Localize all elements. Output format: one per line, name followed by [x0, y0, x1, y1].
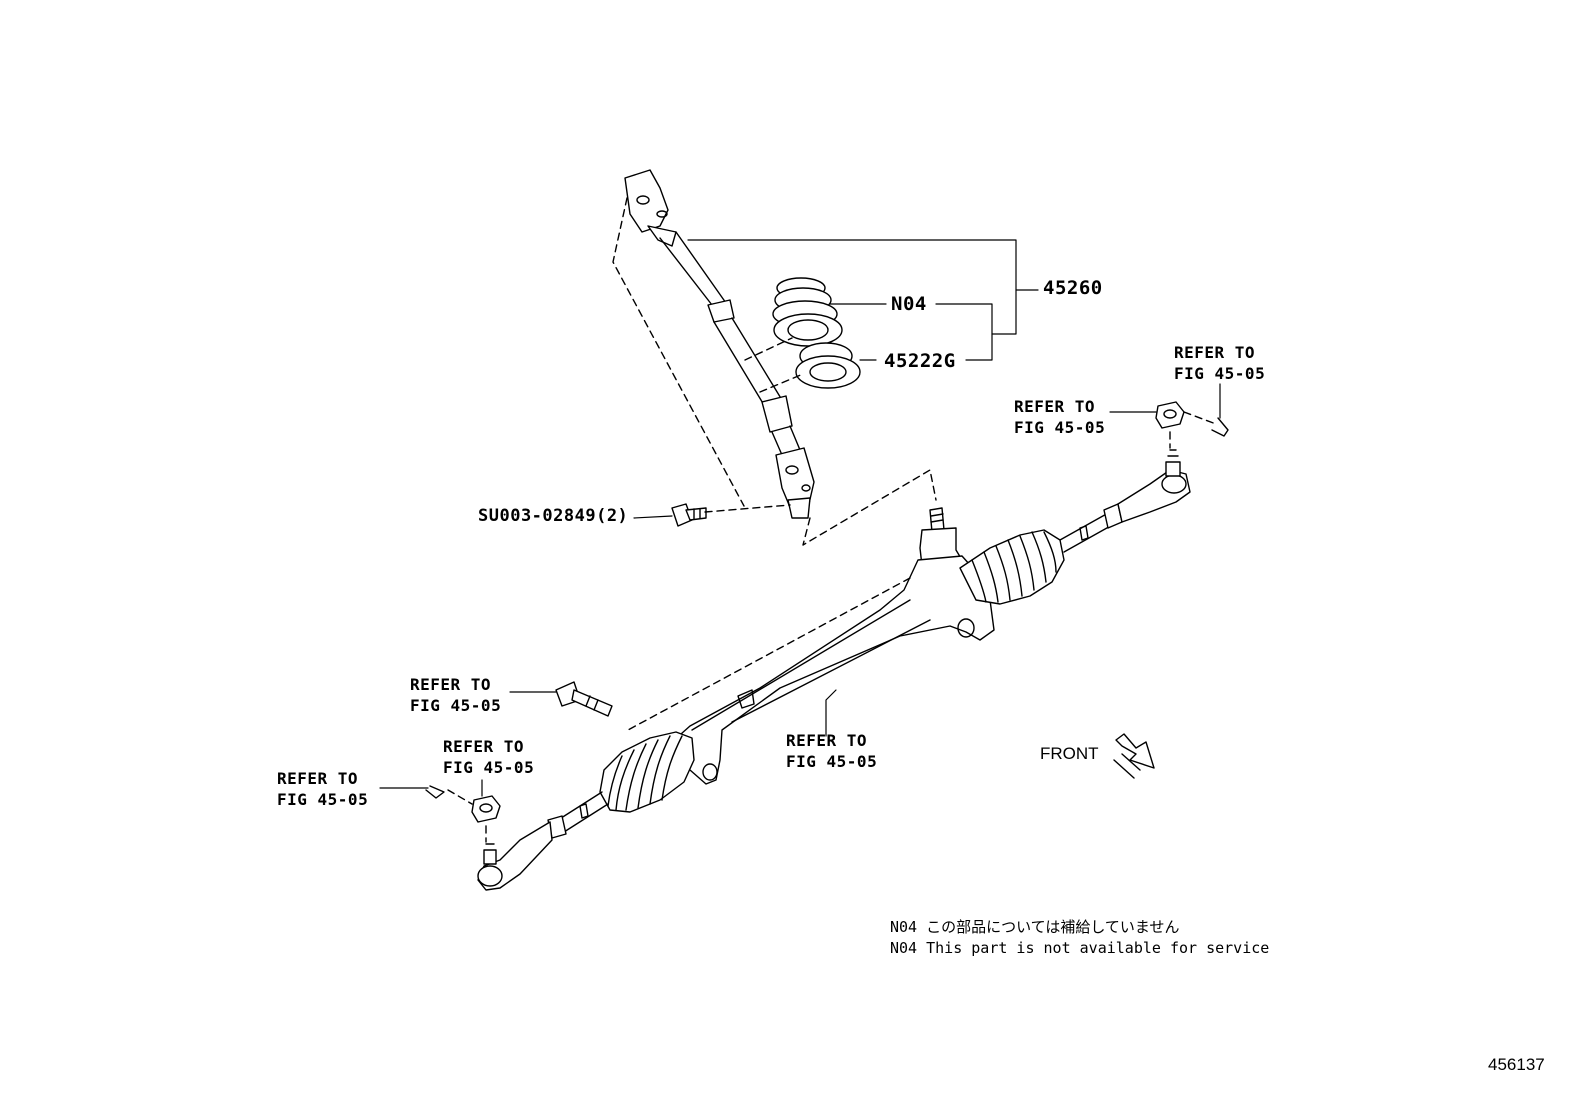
intermediate-shaft: [625, 170, 814, 518]
refer-label-left-nut: REFER TO FIG 45-05: [443, 736, 534, 778]
refer-label-rack: REFER TO FIG 45-05: [786, 730, 877, 772]
fig-ref-text: FIG 45-05: [786, 752, 878, 771]
fig-ref-text: FIG 45-05: [443, 758, 535, 777]
refer-label-left-pin: REFER TO FIG 45-05: [277, 768, 368, 810]
dashed-guides: [448, 198, 1216, 842]
refer-label-bracket-bolt: REFER TO FIG 45-05: [410, 674, 501, 716]
front-label: FRONT: [1040, 744, 1099, 763]
refer-to-text: REFER TO: [1174, 343, 1256, 362]
service-note-japanese: N04 この部品については補給していません: [890, 918, 1180, 936]
fig-ref-text: FIG 45-05: [1174, 364, 1266, 383]
part-label-su003-02849: SU003-02849(2): [478, 506, 629, 526]
nut-left: [472, 796, 500, 822]
refer-to-text: REFER TO: [410, 675, 492, 694]
part-label-45260: 45260: [1043, 277, 1103, 299]
service-note: N04 この部品については補給していません N04 This part is n…: [890, 917, 1269, 959]
refer-label-right-nut: REFER TO FIG 45-05: [1014, 396, 1105, 438]
bolt-su003: [672, 504, 706, 526]
refer-to-text: REFER TO: [443, 737, 525, 756]
front-arrow-icon: [1114, 734, 1154, 778]
fig-ref-text: FIG 45-05: [1014, 418, 1106, 437]
refer-to-text: REFER TO: [786, 731, 868, 750]
callout-lines: [380, 240, 1220, 796]
fig-ref-text: FIG 45-05: [277, 790, 369, 809]
refer-label-top-right: REFER TO FIG 45-05: [1174, 342, 1265, 384]
refer-to-text: REFER TO: [277, 769, 359, 788]
service-note-english: N04 This part is not available for servi…: [890, 939, 1270, 957]
cotter-pin-left: [426, 786, 444, 798]
part-label-45222g: 45222G: [884, 350, 956, 372]
bracket-bolt: [556, 682, 612, 716]
refer-to-text: REFER TO: [1014, 397, 1096, 416]
cotter-pin-right: [1212, 418, 1228, 436]
nut-right: [1156, 402, 1184, 428]
figure-number: 456137: [1488, 1055, 1545, 1074]
fig-ref-text: FIG 45-05: [410, 696, 502, 715]
seal-45222g: [796, 343, 860, 388]
part-label-n04: N04: [891, 293, 927, 315]
dust-boot-n04: [773, 278, 842, 346]
steering-rack: [478, 450, 1190, 890]
